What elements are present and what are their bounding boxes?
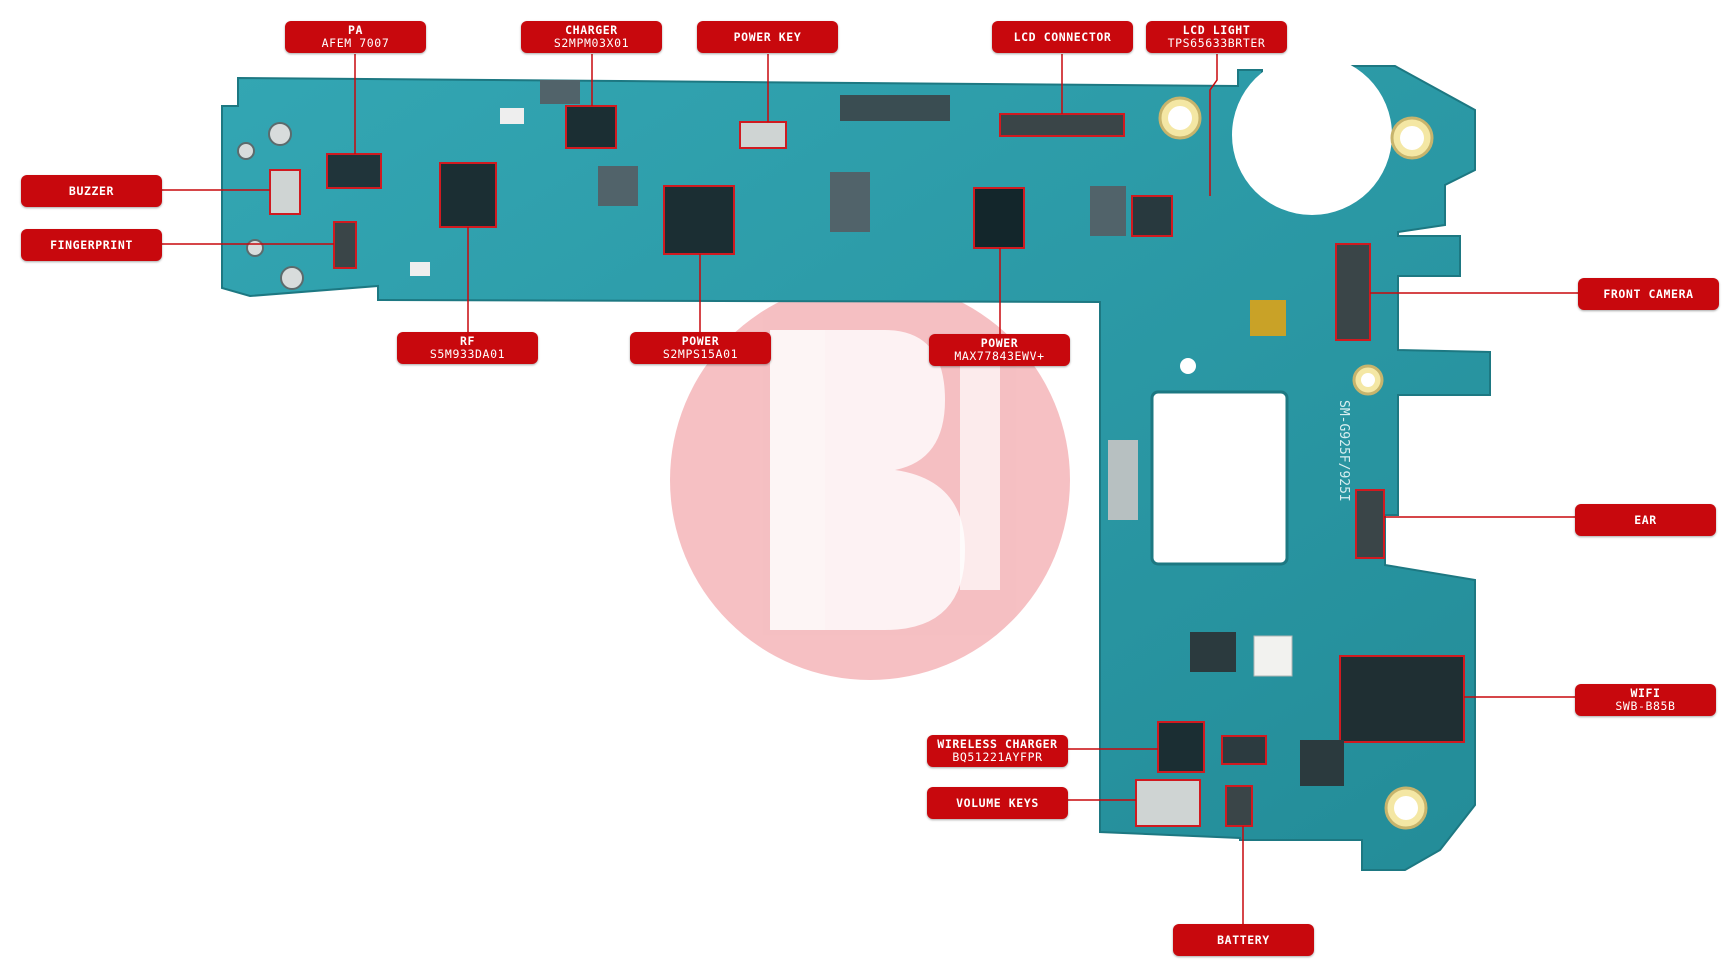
label-front-camera: FRONT CAMERA	[1578, 278, 1719, 310]
label-charger-subtitle: S2MPM03X01	[553, 36, 630, 50]
label-wifi: WIFI SWB-B85B	[1575, 684, 1716, 716]
label-volume-keys: VOLUME KEYS	[927, 787, 1068, 819]
label-battery-title: BATTERY	[1217, 932, 1270, 947]
label-lcd-light-title: LCD LIGHT	[1182, 23, 1251, 37]
label-charger: CHARGER S2MPM03X01	[521, 21, 662, 53]
pcb-board	[221, 55, 1491, 871]
label-lcd-connector: LCD CONNECTOR	[992, 21, 1133, 53]
label-pa-title: PA	[347, 23, 364, 37]
label-wireless-charger: WIRELESS CHARGER BQ51221AYFPR	[927, 735, 1068, 767]
label-fingerprint-title: FINGERPRINT	[50, 237, 133, 252]
label-wireless-charger-subtitle: BQ51221AYFPR	[952, 750, 1043, 764]
label-buzzer-title: BUZZER	[68, 183, 115, 198]
label-ear: EAR	[1575, 504, 1716, 536]
label-wireless-charger-title: WIRELESS CHARGER	[937, 737, 1058, 751]
leader-lines	[162, 54, 1578, 924]
label-rf-title: RF	[459, 334, 476, 348]
label-power-key: POWER KEY	[697, 21, 838, 53]
label-lcd-light: LCD LIGHT TPS65633BRTER	[1146, 21, 1287, 53]
label-lcd-light-subtitle: TPS65633BRTER	[1167, 36, 1266, 50]
label-charger-title: CHARGER	[565, 23, 618, 37]
label-fingerprint: FINGERPRINT	[21, 229, 162, 261]
label-buzzer: BUZZER	[21, 175, 162, 207]
label-power-max77843-title: POWER	[980, 336, 1019, 350]
watermark-logo	[670, 280, 1070, 680]
label-volume-keys-title: VOLUME KEYS	[956, 795, 1039, 810]
label-power-s2mps15: POWER S2MPS15A01	[630, 332, 771, 364]
label-battery: BATTERY	[1173, 924, 1314, 956]
label-rf: RF S5M933DA01	[397, 332, 538, 364]
label-power-s2mps15-subtitle: S2MPS15A01	[662, 347, 739, 361]
label-power-s2mps15-title: POWER	[681, 334, 720, 348]
label-pa-subtitle: AFEM 7007	[321, 36, 390, 50]
label-power-max77843-subtitle: MAX77843EWV+	[954, 349, 1045, 363]
components	[237, 80, 1465, 827]
board-model-text: SM-G925F/925I	[1336, 400, 1351, 502]
label-front-camera-title: FRONT CAMERA	[1603, 286, 1694, 301]
label-pa: PA AFEM 7007	[285, 21, 426, 53]
label-ear-title: EAR	[1634, 512, 1657, 527]
label-power-max77843: POWER MAX77843EWV+	[929, 334, 1070, 366]
label-rf-subtitle: S5M933DA01	[429, 347, 506, 361]
label-wifi-subtitle: SWB-B85B	[1615, 699, 1676, 713]
label-wifi-title: WIFI	[1630, 686, 1661, 700]
label-power-key-title: POWER KEY	[733, 29, 802, 44]
screw-hole	[1158, 96, 1434, 830]
label-lcd-connector-title: LCD CONNECTOR	[1013, 29, 1112, 44]
